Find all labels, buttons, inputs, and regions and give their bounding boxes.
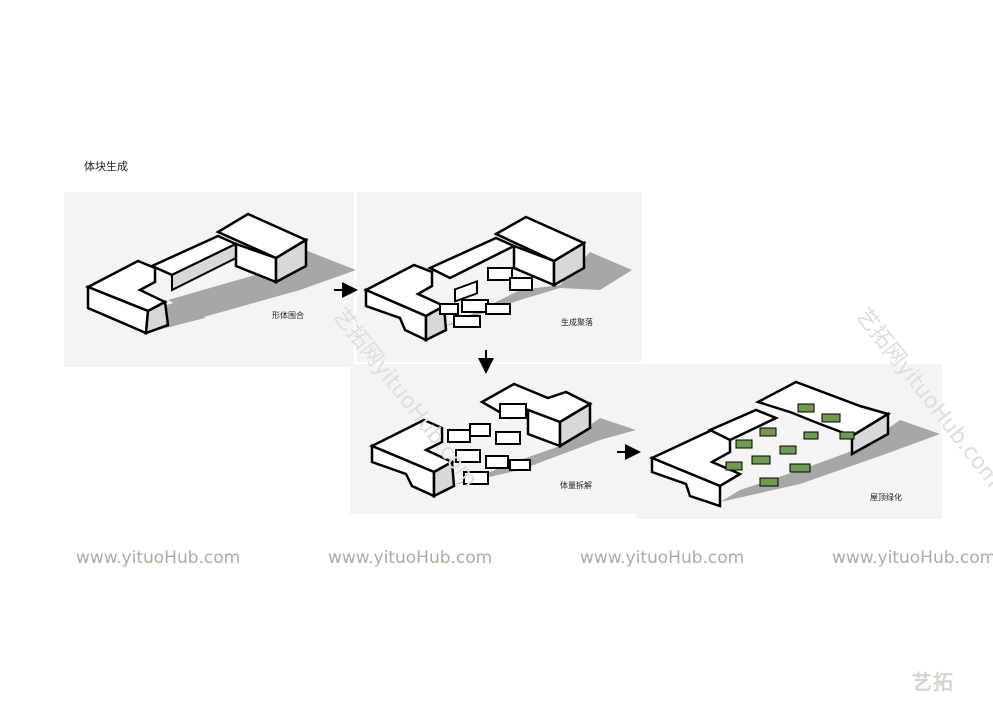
watermark-url: www.yituoHub.com xyxy=(328,548,493,568)
green-roof xyxy=(751,455,771,465)
watermark-logo: 艺拓 xyxy=(912,670,954,694)
small-block xyxy=(485,455,509,469)
small-block xyxy=(453,315,481,328)
small-block xyxy=(509,459,531,471)
massing-step-3 xyxy=(369,382,636,499)
small-block xyxy=(469,423,491,437)
step-4-caption: 屋顶绿化 xyxy=(870,493,902,502)
building-wall-shade xyxy=(274,237,308,285)
small-block xyxy=(455,449,481,463)
small-block xyxy=(463,471,489,485)
small-block xyxy=(499,403,527,419)
step-1-caption: 形体围合 xyxy=(272,311,304,320)
building-wall xyxy=(650,456,722,508)
green-roof xyxy=(725,461,743,471)
green-roof xyxy=(735,439,753,449)
building-wall-shade xyxy=(552,240,586,288)
building-wall-shade xyxy=(144,300,170,335)
massing-step-1 xyxy=(85,212,356,335)
diagram-title: 体块生成 xyxy=(84,160,128,173)
green-roof xyxy=(821,413,841,423)
step-2-caption: 生成聚落 xyxy=(561,318,593,327)
small-block xyxy=(509,277,533,291)
building-wall-shade xyxy=(558,401,592,449)
massing-step-4 xyxy=(648,380,940,508)
small-block xyxy=(495,431,521,445)
small-block xyxy=(454,280,478,303)
green-roof xyxy=(759,427,777,437)
massing-step-2 xyxy=(363,215,632,343)
building-roof xyxy=(707,408,780,442)
step-3-caption: 体量拆解 xyxy=(560,481,592,490)
green-roof xyxy=(789,463,811,473)
green-roof xyxy=(759,477,779,487)
building-wall-shade xyxy=(432,459,456,499)
watermark-url: www.yituoHub.com xyxy=(580,548,745,568)
shadow xyxy=(300,250,356,282)
green-roof xyxy=(803,431,819,440)
watermark-url: www.yituoHub.com xyxy=(76,548,241,568)
small-block xyxy=(485,303,511,315)
small-block xyxy=(439,303,459,315)
shadow xyxy=(440,418,636,488)
small-block xyxy=(487,267,513,281)
building-wall-shade xyxy=(850,411,890,457)
small-block xyxy=(461,299,489,313)
green-roof xyxy=(839,431,855,440)
green-roof xyxy=(779,445,797,455)
green-roof xyxy=(797,403,815,413)
watermark-url: www.yituoHub.com xyxy=(832,548,993,568)
